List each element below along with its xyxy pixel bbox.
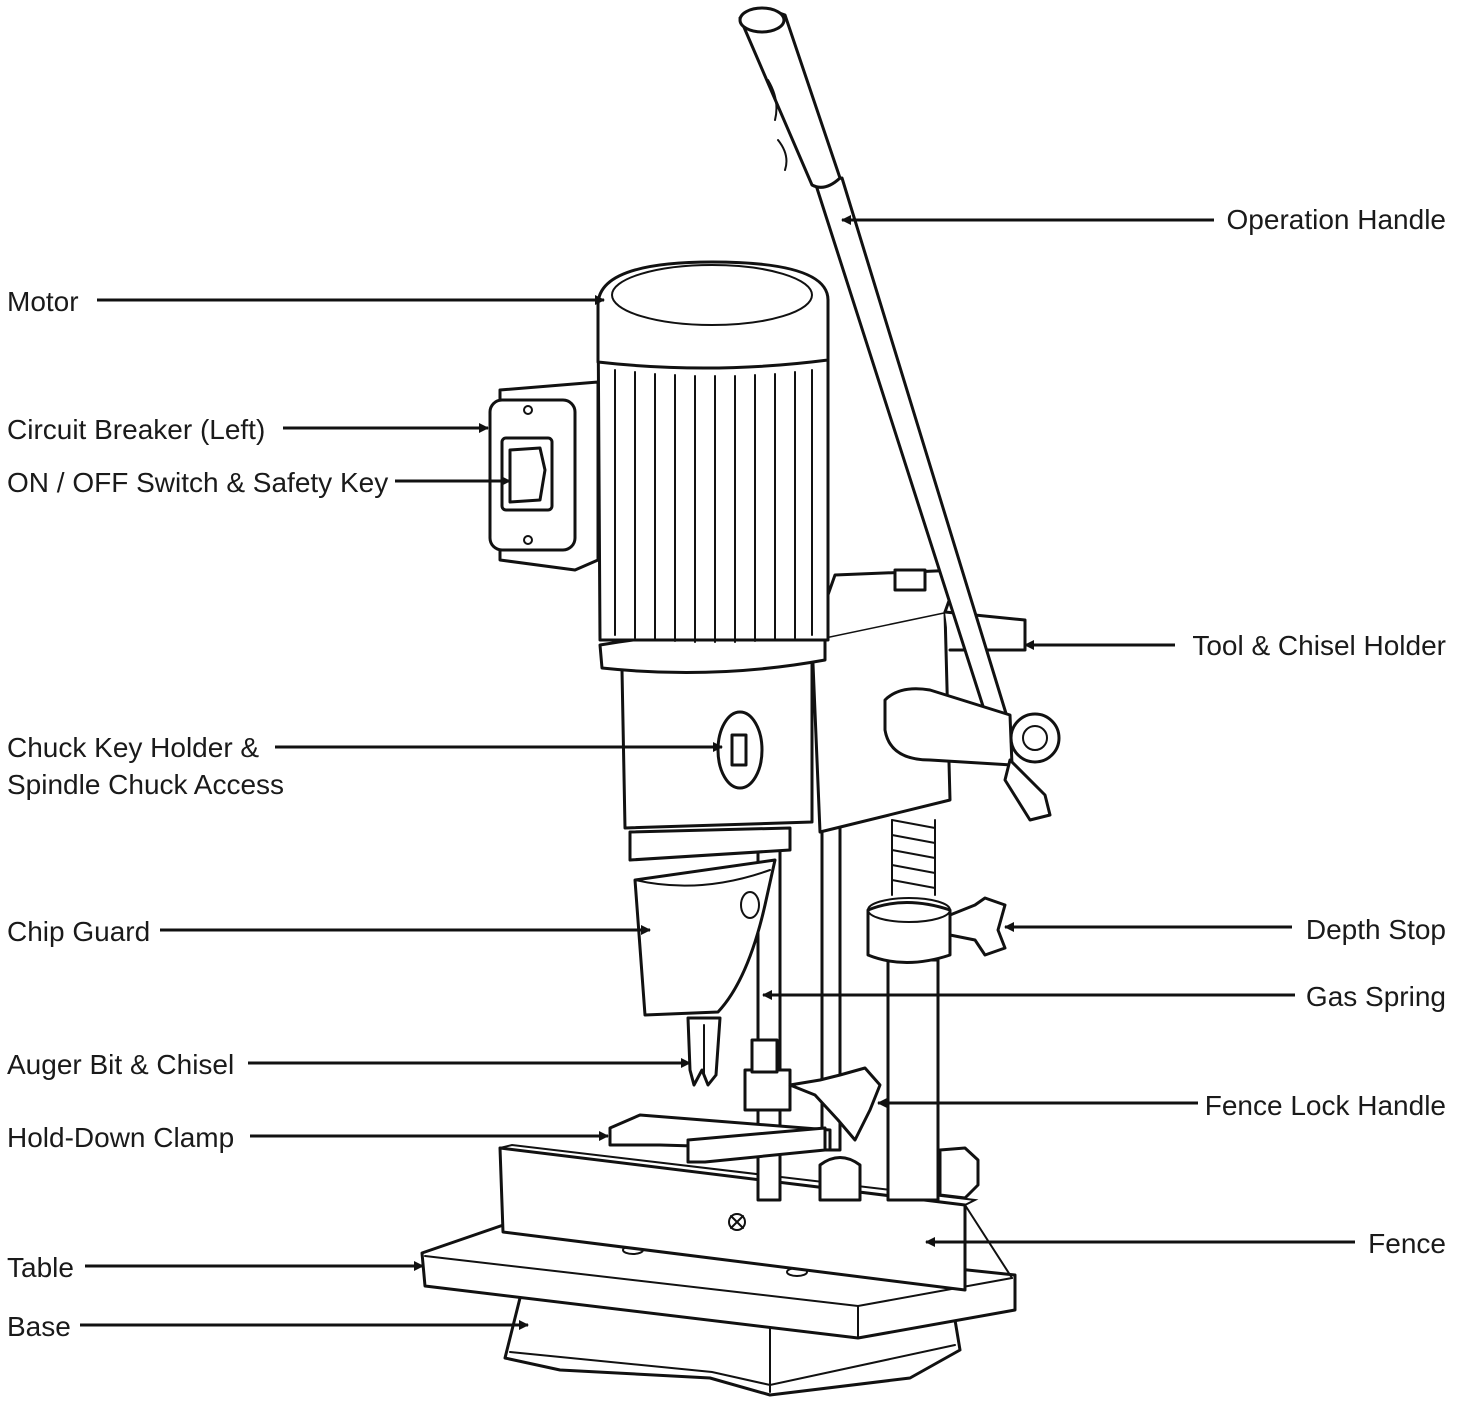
callout-table: Table: [7, 1252, 424, 1283]
callout-operation-handle: Operation Handle: [841, 204, 1446, 235]
fence-lock-handle-label: Fence Lock Handle: [1205, 1090, 1446, 1121]
column-part: [756, 818, 980, 1202]
operation-handle-label: Operation Handle: [1227, 204, 1446, 235]
tool-chisel-holder-label: Tool & Chisel Holder: [1192, 630, 1446, 661]
motor-part: [596, 260, 830, 643]
hold-down-clamp-part: [608, 1038, 882, 1164]
machine-illustration: [420, 6, 1061, 1397]
callout-fence: Fence: [925, 1228, 1446, 1259]
callout-base: Base: [7, 1311, 529, 1342]
callout-circuit-breaker: Circuit Breaker (Left): [7, 414, 489, 445]
table-label: Table: [7, 1252, 74, 1283]
spindle-housing-part: [620, 658, 814, 830]
callout-fence-lock-handle: Fence Lock Handle: [877, 1090, 1446, 1121]
callout-gas-spring: Gas Spring: [762, 981, 1446, 1012]
hold-down-clamp-label: Hold-Down Clamp: [7, 1122, 234, 1153]
chuck-key-holder-label: Chuck Key Holder &: [7, 732, 259, 763]
on-off-switch-label: ON / OFF Switch & Safety Key: [7, 467, 388, 498]
callout-depth-stop: Depth Stop: [1004, 914, 1446, 945]
operation-handle-part: [738, 6, 1061, 822]
callout-hold-down-clamp: Hold-Down Clamp: [7, 1122, 609, 1153]
chuck-key-holder-label-line2: Spindle Chuck Access: [7, 769, 284, 800]
depth-stop-part: [866, 896, 1007, 964]
callouts-right: Operation Handle Tool & Chisel Holder De…: [762, 204, 1446, 1259]
callout-motor: Motor: [7, 286, 605, 317]
depth-stop-label: Depth Stop: [1306, 914, 1446, 945]
motor-fins: [614, 369, 813, 643]
fence-lock-part: [818, 1156, 862, 1202]
callout-tool-chisel-holder: Tool & Chisel Holder: [1024, 630, 1446, 661]
auger-bit-label: Auger Bit & Chisel: [7, 1049, 234, 1080]
callout-chip-guard: Chip Guard: [7, 916, 651, 947]
gas-spring-label: Gas Spring: [1306, 981, 1446, 1012]
callout-chuck-key-holder: Chuck Key Holder & Spindle Chuck Access: [7, 732, 723, 800]
switch-box-part: [488, 380, 600, 572]
fence-label: Fence: [1368, 1228, 1446, 1259]
callout-on-off-switch: ON / OFF Switch & Safety Key: [7, 467, 511, 498]
callouts-left: Motor Circuit Breaker (Left) ON / OFF Sw…: [7, 286, 723, 1342]
chip-guard-label: Chip Guard: [7, 916, 150, 947]
circuit-breaker-label: Circuit Breaker (Left): [7, 414, 265, 445]
callout-auger-bit: Auger Bit & Chisel: [7, 1049, 691, 1080]
auger-bit-part: [686, 1016, 722, 1087]
chip-guard-part: [628, 826, 792, 1017]
motor-label: Motor: [7, 286, 79, 317]
base-label: Base: [7, 1311, 71, 1342]
spring-part: [891, 819, 936, 896]
